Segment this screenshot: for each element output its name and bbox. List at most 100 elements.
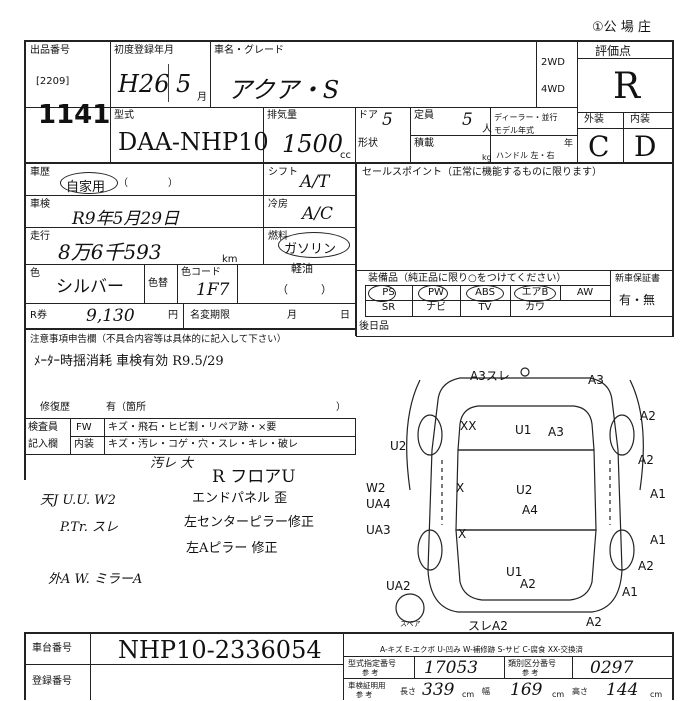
fuel-label: 燃料 [268,231,288,242]
mileage-value: 8万6千593 [58,240,162,264]
equipment-label: 装備品（純正品に限り○をつけてください） [368,273,567,284]
type-designation-label: 型式指定番号 [348,659,396,668]
name-change-month: 月 [287,310,297,321]
recycle-unit: 円 [168,310,178,321]
name-change-day: 日 [340,310,350,321]
interior-row: キズ・汚レ・コゲ・穴・スレ・キレ・破レ [108,439,298,450]
fuel-opt: 軽油 [291,262,313,275]
inspection-label: 車検 [30,199,50,210]
grade-value: R [613,66,641,107]
equip-aw: AW [576,287,594,298]
dmg-mark-2: A3 [588,373,604,387]
car-name-label: 車名・グレード [214,45,284,56]
model-label: 型式 [114,110,134,121]
dmg-mark-18: A2 [638,559,654,573]
hw-note-6: 天J U.U. W2 [40,493,116,508]
dmg-mark-25: A2 [586,615,602,629]
usage-paren: （ ） [118,178,178,189]
chassis-label: 車台番号 [32,643,72,654]
doors-label: ドア [358,110,378,121]
grade-int-label: 内装 [630,114,650,125]
class-number-label: 類別区分番号 [508,659,556,668]
first-reg-month: 5 [176,70,192,98]
dmg-mark-7: U2 [390,439,406,453]
inspection-value: R9年5月29日 [72,209,180,229]
fw-row: キズ・飛石・ヒビ割・リペア跡・×要 [108,422,277,433]
dmg-mark-22: A1 [622,585,638,599]
length-unit: cm [462,690,475,699]
length-value: 339 [422,680,455,700]
corner-label: ①公 場 庄 [592,20,651,35]
name-change-label: 名変期限 [190,310,230,321]
mileage-label: 走行 [30,231,50,242]
color-label: 色 [30,268,40,279]
dmg-mark-3: A2 [640,409,656,423]
shift-label: シフト [268,167,298,178]
warranty-label: 新車保証書 [615,274,661,284]
hw-note-7: P.Tr. スレ [60,520,118,535]
mileage-unit: km [222,254,238,265]
warranty-value: 有・無 [619,293,656,307]
dmg-mark-12: UA4 [366,497,391,511]
dmg-mark-16: X [458,527,466,541]
car-name-value: アクア・S [228,76,340,104]
handle-label: ハンドル 左・右 [496,151,555,160]
repair-label: 修復歴 [40,402,70,413]
interior-head: 内装 [74,439,94,450]
load-unit: kg [482,153,492,162]
hw-note-1: 汚レ 大 [150,456,194,471]
hw-note-5: 左Aピラー 修正 [186,541,278,556]
model-year-label: モデル年式 [494,126,534,135]
class-number-value: 0297 [590,658,634,678]
fw-head: FW [76,422,92,433]
grade-int-value: D [634,130,657,163]
lot-session: [2209] [36,76,70,87]
dmg-mark-17: A1 [650,533,666,547]
type-designation-ref: 参 考 [362,669,379,677]
dmg-mark-5: U1 [515,423,531,437]
dmg-mark-8: A2 [638,453,654,467]
equip-sr: SR [381,302,396,313]
color-code-label: 色コード [181,267,221,278]
first-reg-month-unit: 月 [197,92,207,103]
type-designation-value: 17053 [424,658,479,678]
dmg-mark-10: X [456,481,464,495]
dealer-label: ディーラー・並行 [494,113,558,122]
dmg-mark-13: U2 [516,483,532,497]
sales-point-label: セールスポイント（正常に機能するものに限ります） [362,167,602,178]
registration-label: 登録番号 [32,676,72,687]
dmg-mark-1: A3スレ [470,369,510,383]
dmg-mark-20: U1 [506,565,522,579]
grade-ext-label: 外装 [584,114,604,125]
width-label: 幅 [482,687,490,696]
doors-value: 5 [382,110,393,130]
recycle-value: 9,130 [86,306,135,326]
displacement-value: 1500 [282,130,344,158]
height-label: 高さ [572,687,588,696]
cert-label: 車検証明用 [348,681,386,690]
dmg-mark-21: A2 [520,577,536,591]
load-label: 積載 [414,138,434,149]
capacity-unit: 人 [482,124,492,135]
grade-label: 評価点 [595,44,632,58]
shift-value: A/T [300,172,330,192]
recycle-label: R券 [30,310,47,321]
equip-leather: カワ [525,302,545,313]
model-value: DAA-NHP10 [118,128,269,156]
height-value: 144 [606,680,639,700]
shape-label: 形状 [358,138,378,149]
hw-note-8: 外A W. ミラーA [48,572,143,587]
width-value: 169 [510,680,543,700]
chassis-value: NHP10-2336054 [118,636,322,664]
displacement-unit: cc [340,150,351,161]
notes-value: ﾒｰﾀｰ時揺消耗 車検有効 R9.5/29 [34,354,224,369]
dmg-mark-6: A3 [548,425,564,439]
dmg-mark-15: UA3 [366,523,391,537]
repair-value: 有（箇所 [106,402,146,413]
hw-note-4: 左センターピラー修正 [184,515,315,530]
rear-items-label: 後日品 [359,321,389,332]
aircon-value: A/C [302,204,334,224]
repair-close: ） [336,402,346,413]
hw-note-2: R フロアU [212,467,296,487]
hw-note-3: エンドパネル 歪 [192,491,288,506]
